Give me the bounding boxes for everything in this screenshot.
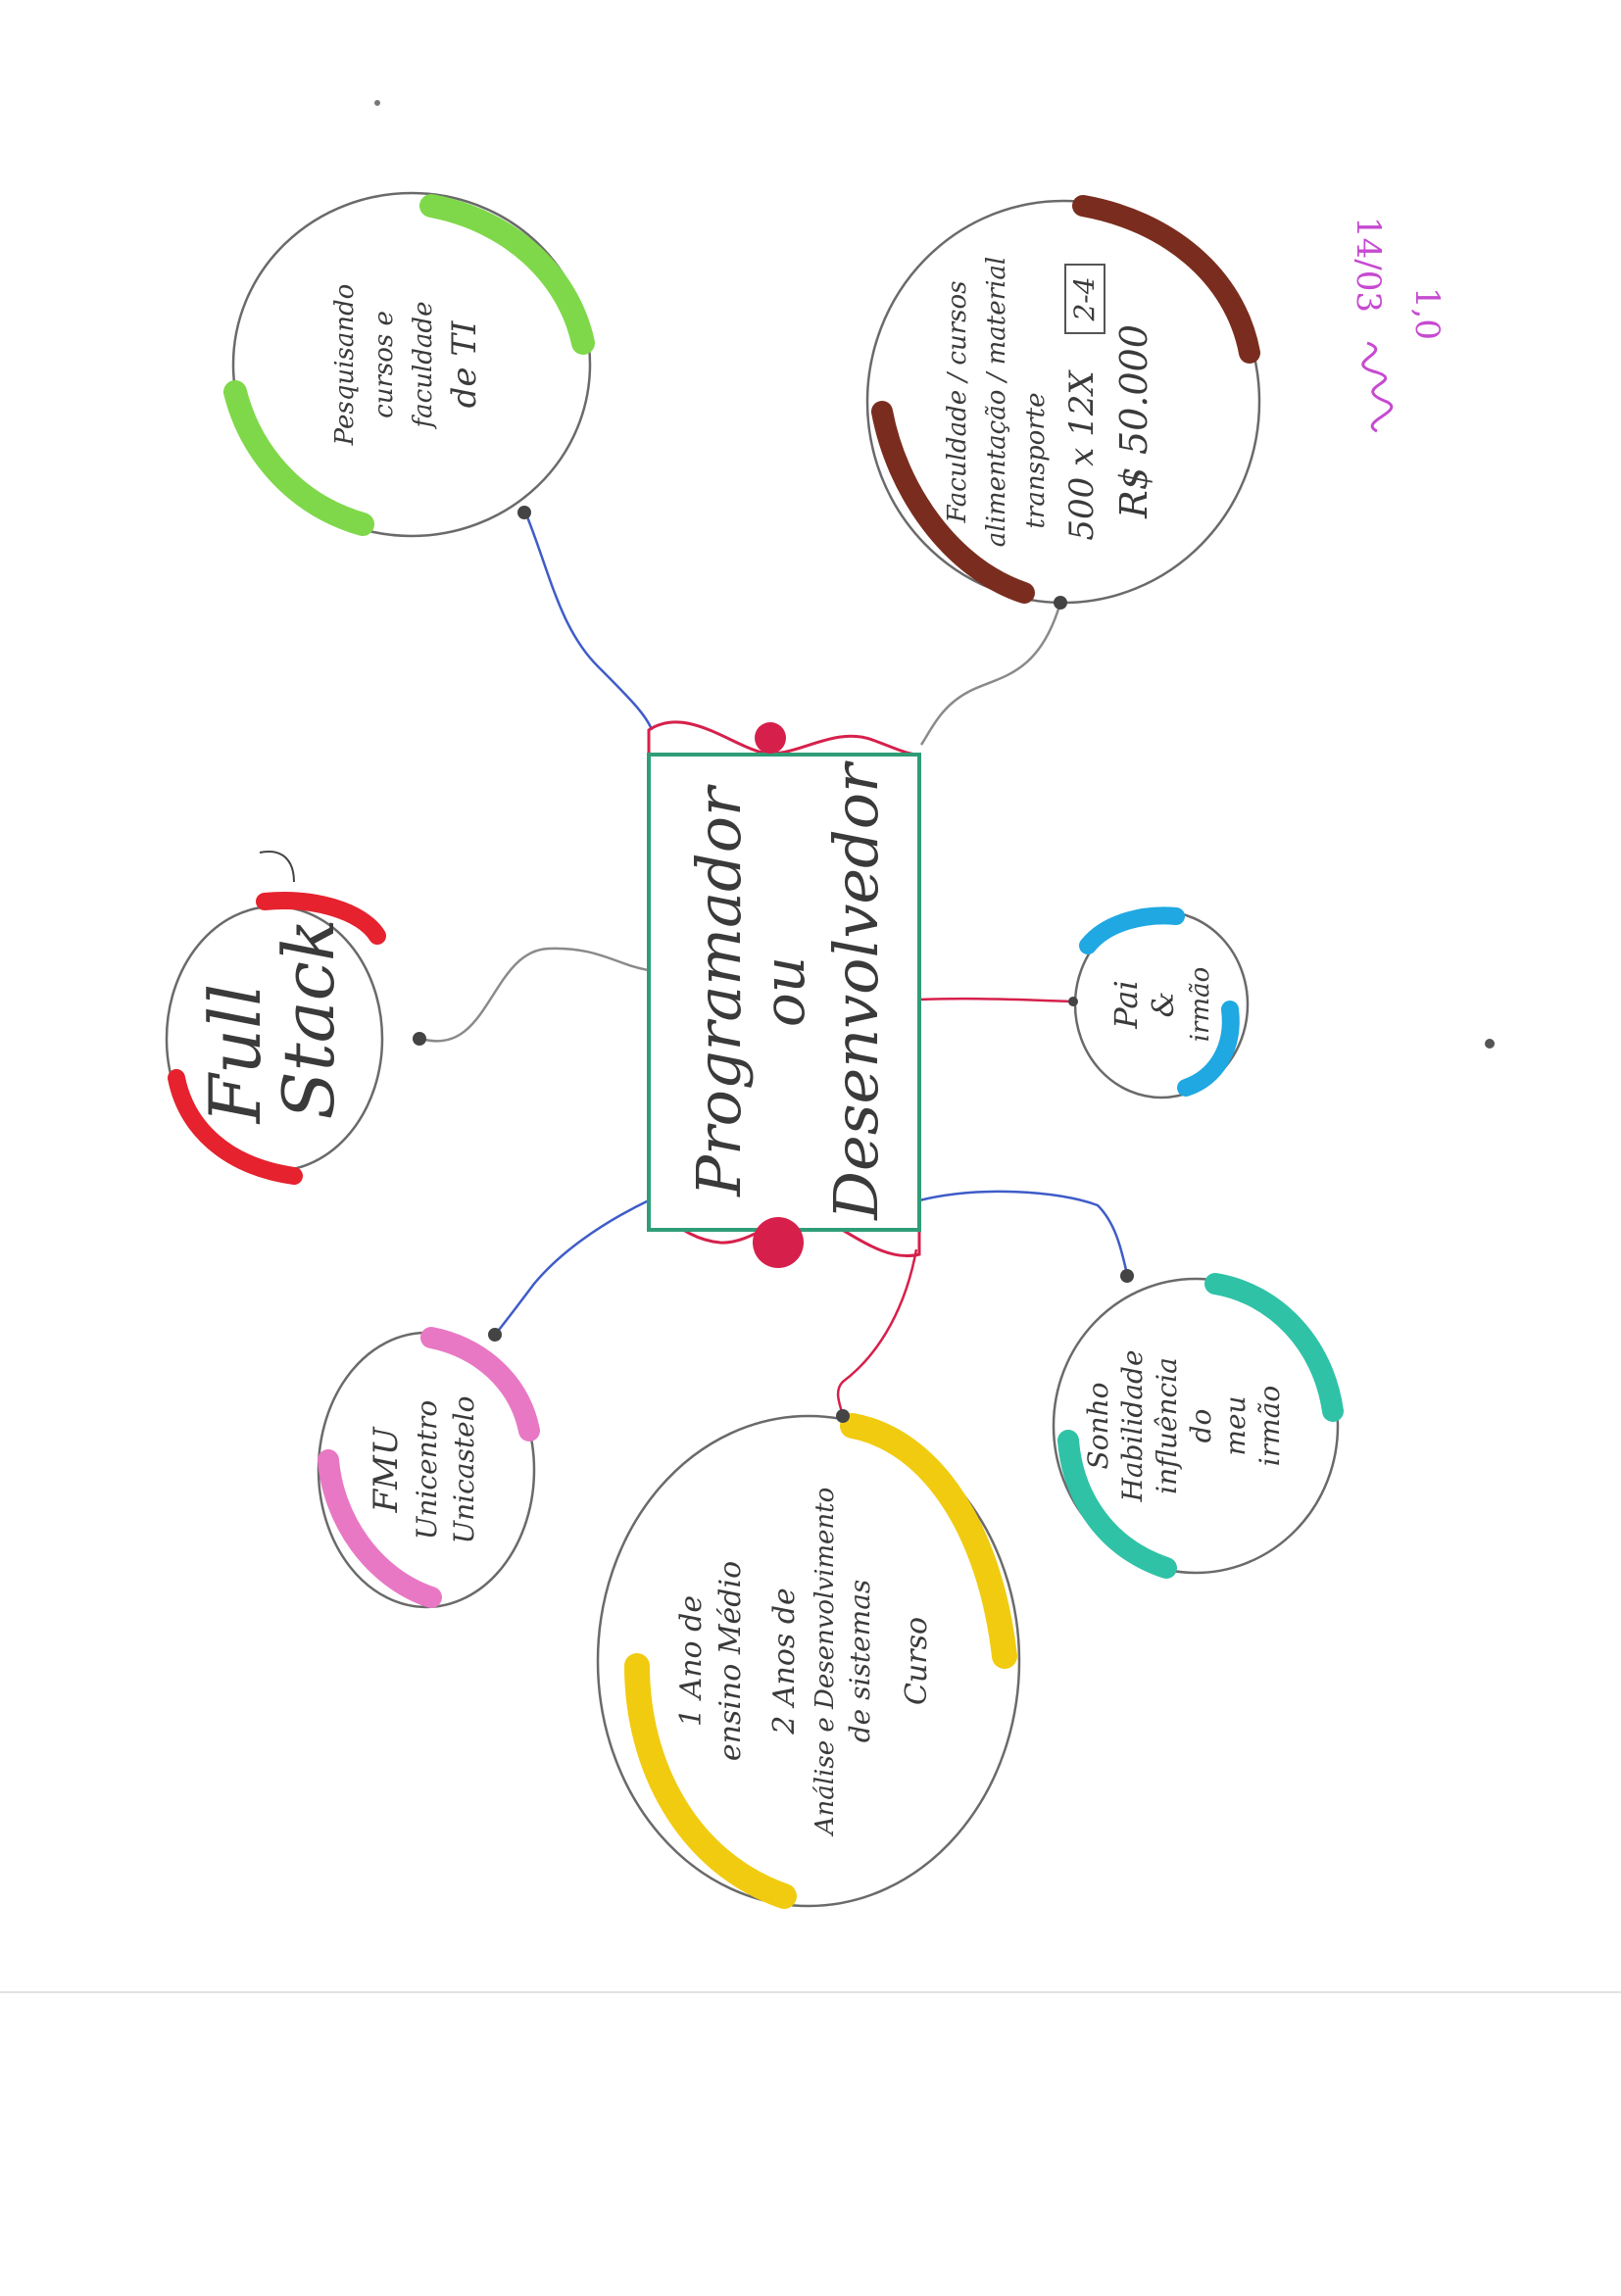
node-curso-line3: 2 Anos de [767, 1588, 802, 1735]
node-custo-highlight-top [1072, 195, 1260, 364]
node-curso-highlight-bottom [624, 1653, 797, 1909]
grade-signature: 1,0 14/03 [1349, 217, 1447, 433]
central-node: Programador ou Desenvolvedor [647, 720, 921, 1268]
node-curso-line4: Análise e Desenvolvimento [810, 1488, 840, 1837]
node-sonho-line3: influência [1151, 1357, 1183, 1494]
connector-fullstack [420, 947, 650, 1043]
node-custo-calc: 500 x 12X [1062, 369, 1102, 541]
node-fmu-highlight-top [420, 1327, 540, 1441]
connector-fmu [494, 1198, 650, 1336]
node-fullstack: Full Stack [165, 851, 426, 1185]
node-sonho: Sonho Habilidade influência do meu irmão [1052, 1269, 1344, 1579]
node-custo-years: 2-4 [1068, 276, 1101, 321]
node-pai-highlight-top [1079, 906, 1185, 954]
node-sonho-line6: irmão [1253, 1386, 1286, 1466]
node-curso-line6: Curso [900, 1617, 934, 1705]
grade-date: 14/03 [1349, 217, 1388, 313]
ribbon-knob-top [755, 722, 786, 754]
node-custo-line2: alimentação / material [982, 257, 1011, 547]
node-fullstack-highlight-top [256, 892, 386, 945]
center-title-line2: ou [751, 956, 817, 1027]
center-title-line1: Programador [683, 784, 755, 1197]
pencil-dot [374, 100, 380, 106]
node-custo-line3: transporte [1021, 392, 1051, 528]
node-sonho-line1: Sonho [1082, 1383, 1114, 1470]
node-ti-line3: faculdade [409, 302, 438, 430]
ribbon-knob-bottom [753, 1217, 804, 1268]
node-curso-highlight-top [840, 1413, 1017, 1669]
node-ti-line4: de TI [445, 320, 484, 408]
node-sonho-line4: do [1185, 1409, 1217, 1443]
connector-sonho [918, 1190, 1129, 1275]
node-fmu: FMU Unicentro Unicastelo [317, 1327, 540, 1609]
node-sonho-bubble [1052, 1277, 1340, 1575]
paper-edge-divider [0, 1991, 1621, 1993]
connector-curso [836, 1248, 918, 1417]
node-sonho-line5: meu [1219, 1395, 1252, 1455]
grade-signature-mark [1361, 341, 1394, 433]
node-ti-line1: Pesquisando [330, 284, 360, 447]
node-custo-line1: Faculdade / cursos [943, 281, 972, 524]
center-box [647, 753, 921, 1232]
node-ti-bubble [231, 191, 592, 538]
node-fullstack-line2: Stack [268, 918, 350, 1119]
node-pai-highlight-bottom [1177, 1001, 1240, 1097]
connector-pai [918, 997, 1074, 1003]
node-sonho-highlight-bottom [1057, 1430, 1177, 1579]
node-ti-highlight-bottom [223, 380, 374, 536]
node-pai: Pai & irmão [1068, 906, 1250, 1099]
node-fmu-line1: FMU [367, 1426, 406, 1513]
node-custo-highlight-bottom [871, 401, 1035, 604]
node-curso-line2: ensino Médio [713, 1561, 748, 1761]
node-custo-years-box [1064, 264, 1105, 334]
node-curso-line1: 1 Ano de [674, 1595, 709, 1727]
node-ti-line2: cursos e [369, 311, 399, 418]
node-sonho-line2: Habilidade [1116, 1349, 1149, 1502]
connector-custo [919, 602, 1062, 746]
node-curso-bubble [596, 1414, 1021, 1908]
ribbon-frame [647, 720, 921, 1258]
pencil-dot [1485, 1039, 1495, 1049]
node-pai-line2: & [1147, 992, 1181, 1018]
connector-ti [522, 509, 654, 731]
connectors [420, 509, 1129, 1417]
node-custo-total: R$ 50.000 [1112, 324, 1155, 519]
node-ti: Pesquisando cursos e faculdade de TI [223, 191, 595, 538]
node-fullstack-line1: Full [194, 984, 276, 1125]
node-custo: Faculdade / cursos alimentação / materia… [865, 195, 1261, 610]
node-pai-line3: irmão [1186, 967, 1215, 1043]
node-curso: 1 Ano de ensino Médio 2 Anos de Análise … [596, 1409, 1021, 1909]
center-title-line3: Desenvolvedor [820, 760, 892, 1221]
node-fmu-line3: Unicastelo [448, 1396, 480, 1544]
grade-score: 1,0 [1407, 287, 1447, 340]
node-ti-highlight-top [419, 194, 595, 355]
node-fmu-line2: Unicentro [411, 1400, 443, 1539]
node-sonho-highlight-top [1204, 1273, 1344, 1422]
node-pai-line1: Pai [1107, 980, 1145, 1029]
node-fullstack-highlight-bottom [168, 1069, 303, 1185]
node-curso-line5: de sistemas [844, 1580, 876, 1743]
node-fmu-highlight-bottom [318, 1449, 442, 1608]
